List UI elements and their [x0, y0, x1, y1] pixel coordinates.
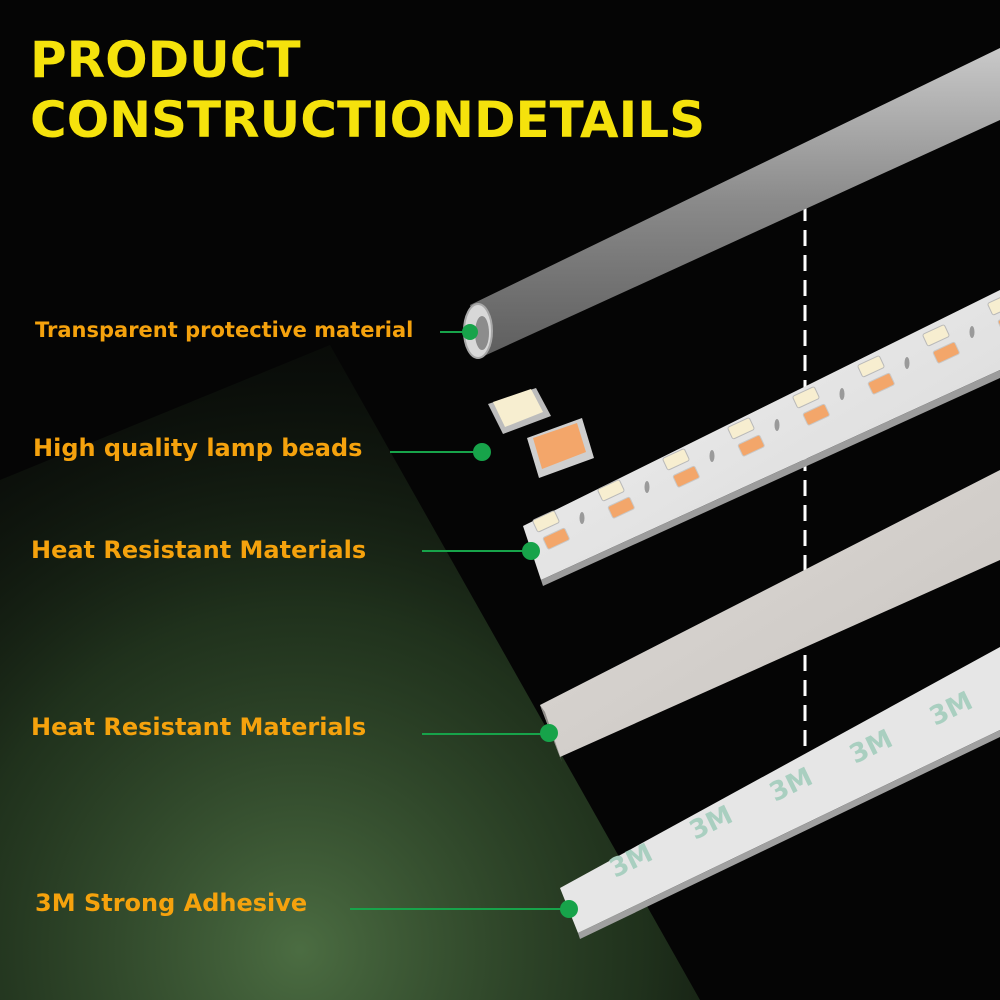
loose-lamp-beads	[488, 388, 594, 478]
transparent-tube	[463, 48, 1000, 359]
pcb-cut-slot	[904, 357, 910, 369]
led-chip-pair	[662, 448, 700, 488]
led-chip-pair	[532, 510, 570, 550]
adhesive-tape: 3M3M3M3M3M3M	[560, 647, 1000, 939]
led-strip	[523, 290, 1000, 586]
led-chip-pair	[597, 479, 635, 519]
pcb-cut-slot	[709, 450, 715, 462]
marker-dot	[522, 542, 540, 560]
led-chip-pair	[857, 355, 895, 395]
pcb-cut-slot	[969, 326, 975, 338]
pcb-cut-slot	[839, 388, 845, 400]
led-chip-pair	[792, 386, 830, 426]
callout-connectors	[350, 331, 566, 910]
pcb-cut-slot	[579, 512, 585, 524]
led-chip-pair	[922, 324, 960, 364]
page-title-line-1: PRODUCT	[30, 31, 301, 89]
label-3m-adhesive: 3M Strong Adhesive	[35, 889, 308, 917]
marker-dot	[473, 443, 491, 461]
pcb-cut-slot	[774, 419, 780, 431]
label-heat-resistant-board: Heat Resistant Materials	[31, 713, 367, 741]
page-title: PRODUCT CONSTRUCTIONDETAILS	[30, 30, 705, 150]
marker-dot	[540, 724, 558, 742]
pcb-cut-slot	[644, 481, 650, 493]
led-chip-pair	[987, 293, 1000, 333]
label-heat-resistant-pcb: Heat Resistant Materials	[31, 536, 367, 564]
led-chip-pair	[727, 417, 765, 457]
label-transparent-protective-material: Transparent protective material	[35, 318, 414, 342]
label-lamp-beads: High quality lamp beads	[33, 434, 363, 462]
light-cone	[0, 345, 700, 1000]
marker-dot	[462, 324, 478, 340]
callout-markers	[462, 324, 578, 918]
marker-dot	[560, 900, 578, 918]
page-title-line-2: CONSTRUCTIONDETAILS	[30, 91, 706, 149]
